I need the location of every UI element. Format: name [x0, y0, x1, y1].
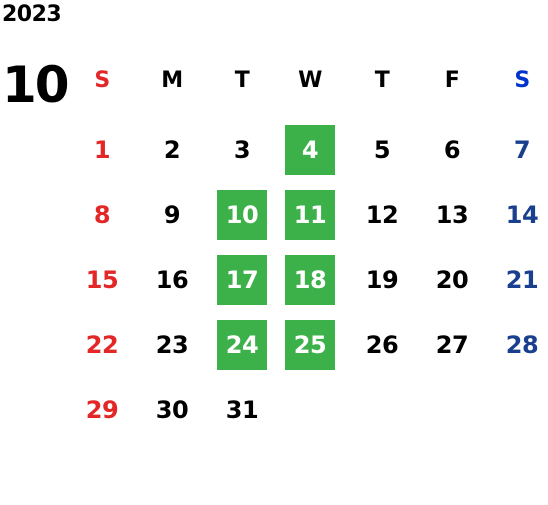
weekday-header-6: S: [514, 67, 530, 93]
day-cell-20[interactable]: 20: [435, 266, 469, 294]
day-cell-10[interactable]: 10: [217, 190, 267, 240]
day-cell-12[interactable]: 12: [365, 201, 399, 229]
weekday-header-3: W: [298, 67, 322, 93]
day-cell-14[interactable]: 14: [505, 201, 539, 229]
day-cell-8[interactable]: 8: [93, 201, 111, 229]
weekday-header-2: T: [234, 67, 250, 93]
day-cell-18[interactable]: 18: [285, 255, 335, 305]
day-cell-28[interactable]: 28: [505, 331, 539, 359]
day-cell-27[interactable]: 27: [435, 331, 469, 359]
day-cell-24[interactable]: 24: [217, 320, 267, 370]
day-cell-30[interactable]: 30: [155, 396, 189, 424]
day-cell-5[interactable]: 5: [373, 136, 391, 164]
weekday-header-5: F: [444, 67, 460, 93]
day-cell-7[interactable]: 7: [513, 136, 531, 164]
day-cell-4[interactable]: 4: [285, 125, 335, 175]
day-cell-6[interactable]: 6: [443, 136, 461, 164]
day-cell-25[interactable]: 25: [285, 320, 335, 370]
day-cell-3[interactable]: 3: [233, 136, 251, 164]
day-cell-29[interactable]: 29: [85, 396, 119, 424]
year-label: 2023: [2, 2, 62, 27]
day-cell-13[interactable]: 13: [435, 201, 469, 229]
day-cell-11[interactable]: 11: [285, 190, 335, 240]
weekday-header-0: S: [94, 67, 110, 93]
day-cell-15[interactable]: 15: [85, 266, 119, 294]
day-cell-2[interactable]: 2: [163, 136, 181, 164]
day-cell-26[interactable]: 26: [365, 331, 399, 359]
day-cell-31[interactable]: 31: [225, 396, 259, 424]
day-cell-23[interactable]: 23: [155, 331, 189, 359]
day-cell-21[interactable]: 21: [505, 266, 539, 294]
month-label: 10: [2, 56, 70, 114]
weekday-header-4: T: [374, 67, 390, 93]
day-cell-1[interactable]: 1: [93, 136, 111, 164]
day-cell-9[interactable]: 9: [163, 201, 181, 229]
weekday-header-1: M: [161, 67, 183, 93]
day-cell-17[interactable]: 17: [217, 255, 267, 305]
day-cell-19[interactable]: 19: [365, 266, 399, 294]
day-cell-22[interactable]: 22: [85, 331, 119, 359]
day-cell-16[interactable]: 16: [155, 266, 189, 294]
